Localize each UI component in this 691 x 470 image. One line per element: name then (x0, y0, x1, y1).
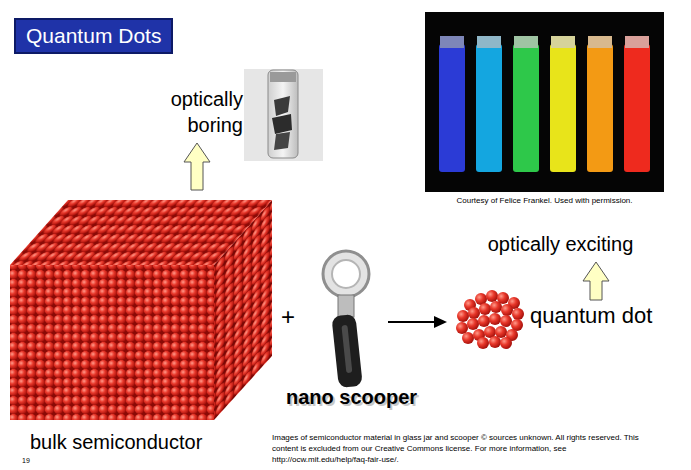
scooper (323, 251, 369, 388)
quantum-dot-cluster (456, 290, 524, 349)
page-number: 19 (22, 456, 42, 465)
caption-label: quantum dot (530, 302, 680, 330)
vials-photo (425, 12, 664, 192)
plus-sign: + (276, 302, 300, 332)
slide-title: Quantum Dots (26, 24, 161, 47)
up-arrow (184, 143, 210, 190)
credit-note: Images of semiconductor material in glas… (272, 432, 650, 465)
up-arrow (583, 262, 609, 300)
jar-photo (244, 69, 323, 161)
tool-label: nano scooper (286, 384, 456, 410)
caption-label: bulk semiconductor (30, 429, 260, 455)
credit-note: Courtesy of Felice Frankel. Used with pe… (425, 196, 664, 206)
caption-label: optically exciting (448, 231, 673, 257)
caption-label: optically boring (140, 86, 243, 138)
title-box: Quantum Dots (14, 18, 173, 54)
process-arrow (388, 316, 447, 328)
bulk-cube (10, 200, 272, 420)
